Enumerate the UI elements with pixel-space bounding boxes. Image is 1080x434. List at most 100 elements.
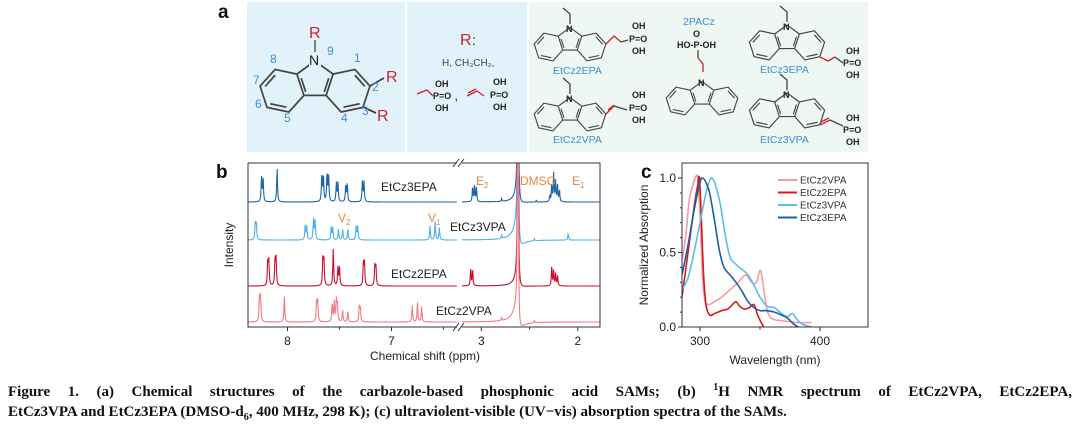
nmr-trace-etcz3vpa	[462, 163, 600, 245]
position-9: 9	[327, 44, 334, 58]
y-tick-label: 0.0	[659, 320, 676, 334]
nmr-trace-etcz3epa	[462, 163, 600, 203]
caption-line-1: Figure 1. (a) Chemical structures of the…	[8, 382, 1072, 401]
nmr-trace-etcz2epa	[248, 248, 457, 287]
plot-frame	[247, 162, 601, 328]
x-tick-label: 300	[690, 334, 710, 348]
nmr-trace-etcz2vpa	[248, 293, 457, 323]
trace-label-etcz2epa: EtCz2EPA	[391, 267, 447, 281]
position-8: 8	[270, 52, 277, 66]
p-label: P=O	[629, 34, 647, 44]
annotation-v1: V1	[428, 211, 441, 227]
plot-frame	[681, 162, 869, 328]
svg-text:N: N	[566, 24, 573, 34]
figure-caption: Figure 1. (a) Chemical structures of the…	[8, 382, 1072, 423]
position-6: 6	[255, 97, 262, 111]
y-axis-label: Intensity	[222, 223, 236, 268]
panel-c-uv-chart: c 300 400 0.0 0.5 1.0 Wavelength (nm) Normal…	[637, 162, 869, 367]
annotation-e1: E1	[572, 174, 585, 190]
oh-label: OH	[493, 77, 507, 87]
r-substituent-3: R	[377, 108, 389, 125]
oh-label: OH	[632, 90, 646, 100]
oh-label: OH	[632, 115, 646, 125]
x-tick-label: 3	[478, 334, 485, 348]
x-axis-ticks: 8 7 3 2	[284, 327, 581, 348]
r-groups-box	[407, 2, 527, 152]
position-5: 5	[284, 111, 291, 125]
y-axis-label: Normalized Absorption	[637, 185, 651, 306]
molecule-2pacz: 2PACz O HO-P-OH N	[665, 16, 739, 116]
x-tick-label: 400	[810, 334, 830, 348]
position-4: 4	[341, 111, 348, 125]
uv-series	[682, 174, 812, 327]
x-tick-label: 7	[388, 334, 395, 348]
core-structure-box	[247, 2, 405, 152]
x-tick-label: 8	[284, 334, 291, 348]
nmr-trace-etcz2epa	[462, 163, 600, 287]
nmr-trace-etcz2vpa	[462, 163, 600, 327]
x-tick-label: 2	[574, 334, 581, 348]
legend-label: EtCz3VPA	[800, 201, 847, 212]
trace-label-etcz3epa: EtCz3EPA	[381, 180, 437, 194]
uv-line-etcz2epa	[682, 175, 765, 327]
oh-label: OH	[846, 113, 860, 123]
r-substituent-9: R	[309, 25, 321, 42]
nitrogen-atom: N	[309, 52, 319, 68]
p-label: P=O	[843, 125, 861, 135]
position-2: 2	[372, 80, 379, 94]
comma: ,	[455, 92, 458, 102]
axis-ticks: 300 400 0.0 0.5 1.0	[659, 171, 830, 348]
nmr-traces	[248, 163, 600, 327]
oh-label: OH	[632, 21, 646, 31]
oh-label: OH	[846, 70, 860, 80]
position-7: 7	[253, 73, 260, 87]
uv-line-etcz3epa	[682, 177, 799, 327]
nmr-trace-etcz3vpa	[248, 217, 457, 241]
o-label: O	[693, 29, 700, 39]
oh-label: OH	[493, 102, 507, 112]
svg-text:N: N	[698, 78, 705, 88]
molecule-label: 2PACz	[683, 16, 715, 28]
oh-label: OH	[435, 79, 449, 89]
panel-letter-c: c	[641, 162, 652, 183]
y-tick-label: 1.0	[659, 171, 676, 185]
molecule-label: EtCz2EPA	[553, 65, 602, 77]
r-colon: :	[472, 32, 476, 48]
oh-label: OH	[846, 46, 860, 56]
molecule-label: EtCz3VPA	[760, 134, 809, 146]
oh-label: OH	[435, 103, 449, 113]
legend-label: EtCz2EPA	[800, 188, 847, 199]
x-axis-label: Wavelength (nm)	[730, 353, 821, 367]
molecule-etcz2epa: N OH P=O OH EtCz2EPA	[533, 7, 647, 77]
r-substituent-2: R	[386, 69, 398, 86]
legend-label: EtCz3EPA	[800, 213, 847, 224]
annotation-dmso: DMSO	[520, 174, 556, 188]
panel-letter-a: a	[218, 2, 229, 23]
axis-break-marks	[452, 158, 465, 332]
svg-text:N: N	[783, 22, 790, 32]
uv-line-etcz2vpa	[682, 174, 812, 324]
y-tick-label: 0.5	[659, 246, 676, 260]
r-simple-groups: H, CH₃CH₂,	[442, 58, 494, 69]
position-1: 1	[354, 51, 361, 65]
ho-p-oh-label: HO-P-OH	[677, 40, 716, 50]
r-group-list: R : H, CH₃CH₂, OH P=O OH , OH P=O OH	[416, 32, 508, 113]
svg-text:N: N	[783, 90, 790, 100]
x-axis-label: Chemical shift (ppm)	[370, 349, 480, 363]
molecule-label: EtCz2VPA	[553, 134, 602, 146]
uv-line-etcz3vpa	[682, 177, 812, 327]
annotation-v2: V2	[338, 211, 351, 227]
nmr-trace-etcz3epa	[248, 168, 457, 203]
oh-label: OH	[632, 46, 646, 56]
p-label: P=O	[843, 58, 861, 68]
molecule-etcz2vpa: N OH P=O OH EtCz2VPA	[533, 77, 647, 146]
molecule-etcz3vpa: N OH P=O OH EtCz3VPA	[748, 73, 861, 147]
oh-label: OH	[846, 137, 860, 147]
svg-text:N: N	[566, 94, 573, 104]
panel-a: a N R R R 1 2 3 4 5 6 7 8 9 R :	[218, 2, 868, 152]
p-label: P=O	[629, 103, 647, 113]
legend-label: EtCz2VPA	[800, 176, 847, 187]
carbazole-core: N R R R 1 2 3 4 5 6 7 8 9	[253, 25, 398, 125]
